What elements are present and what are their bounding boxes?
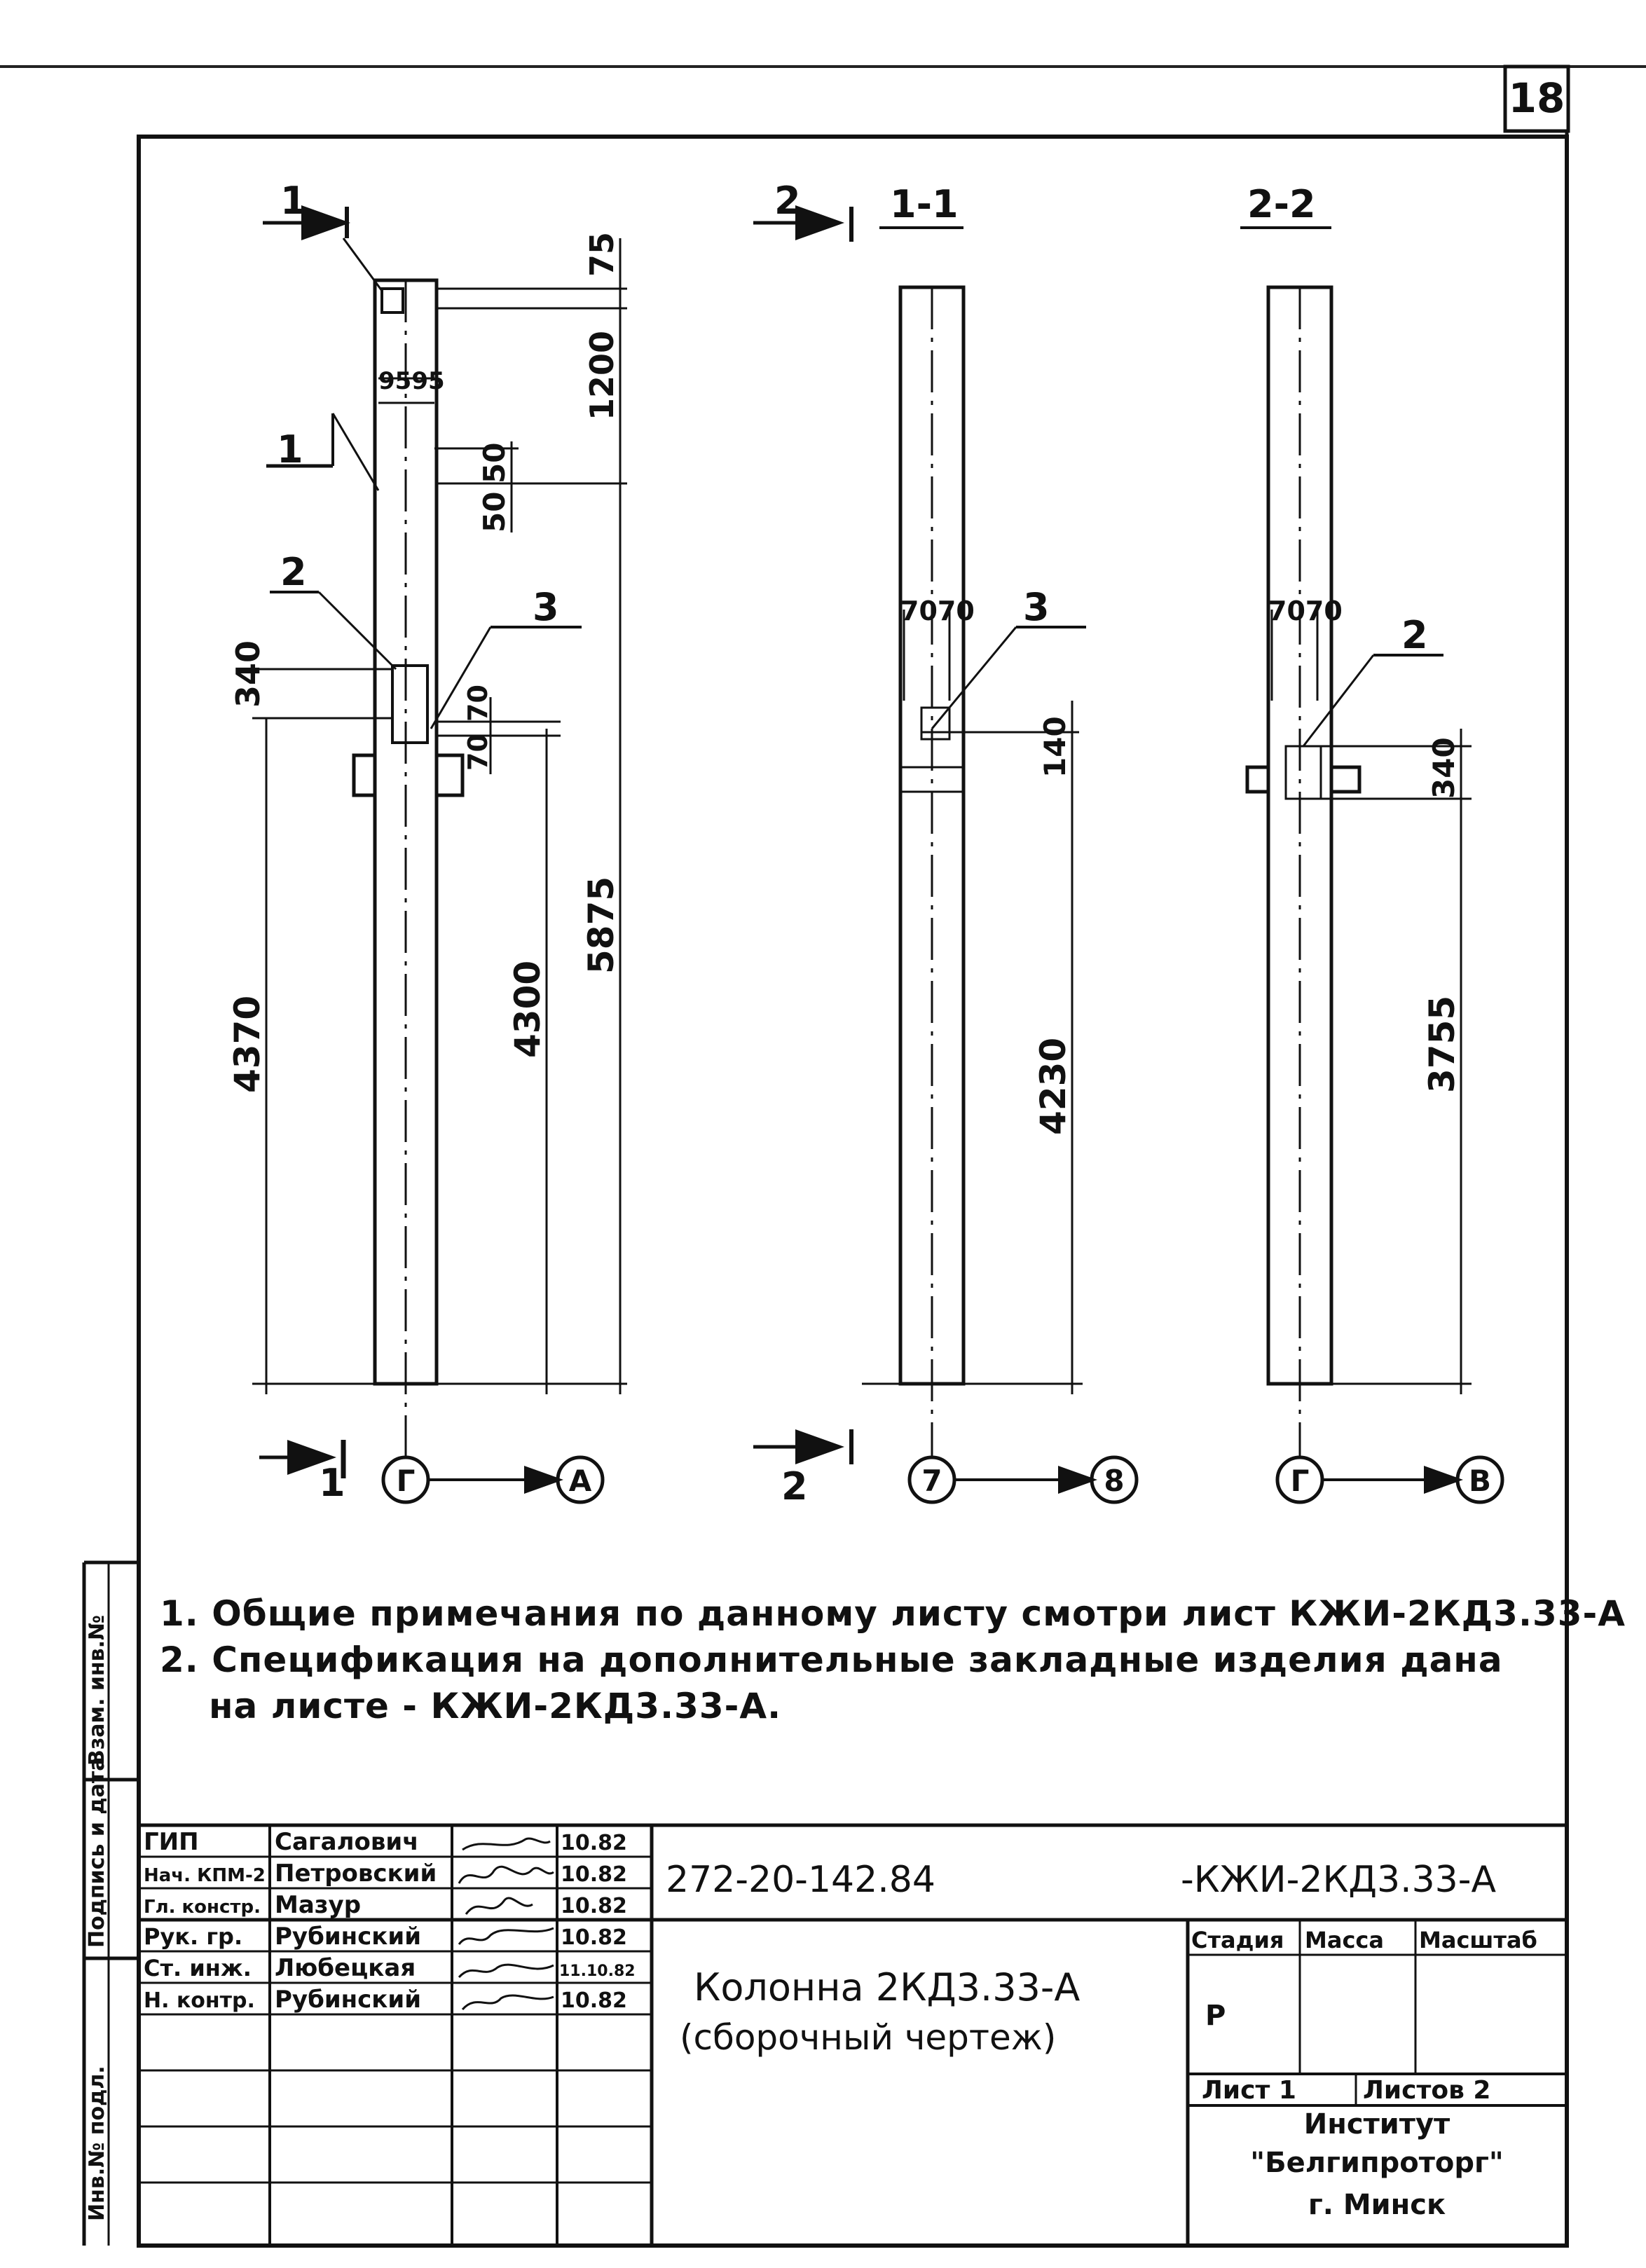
column-corbel [352,753,465,797]
note-2: 2. Спецификация на дополнительные заклад… [160,1640,1503,1680]
dim-75: 75 [583,232,621,277]
note-1: 1. Общие примечания по данному листу смо… [160,1593,1626,1634]
axis-label-main-right: А [569,1464,592,1498]
axis-label-1-1-left: 7 [921,1464,942,1498]
main-section-marker-mid: 1 [277,427,303,472]
org-line1: Институт [1304,2108,1450,2140]
section-1-1-marker-top: 2 [774,179,801,223]
tb-date-2: 10.82 [561,1894,627,1918]
axis-label-2-2-right: В [1469,1464,1491,1498]
col-mass: Масса [1305,1927,1384,1953]
tb-role-4: Ст. инж. [144,1955,252,1981]
dim-50-b: 50 [477,492,512,532]
stage-value: Р [1205,2000,1226,2032]
title-block-rows: ГИП Сагалович 10.82 Нач. КПМ-2 Петровски… [144,1828,636,2014]
tb-name-1: Петровский [275,1860,437,1888]
dim-70-b: 70 [462,734,493,771]
dim-7070-2-2: 7070 [1268,596,1343,626]
note-3: на листе - КЖИ-2КД3.33-А. [209,1686,782,1726]
section-2-2-callout-2: 2 [1401,613,1428,657]
tb-role-0: ГИП [144,1828,199,1856]
doc-code-right: -КЖИ-2КД3.33-А [1181,1859,1497,1901]
dim-9595: 9595 [378,367,445,395]
tb-name-3: Рубинский [275,1923,421,1951]
sheet-label: Лист 1 [1202,2076,1296,2105]
doc-code-left: 272-20-142.84 [666,1859,935,1901]
tb-name-2: Мазур [275,1891,361,1919]
dim-140: 140 [1038,716,1072,778]
col-stage: Стадия [1191,1927,1284,1953]
dim-50-a: 50 [477,443,512,483]
dim-5875: 5875 [581,877,622,974]
tb-role-2: Гл. констр. [144,1897,261,1918]
dim-340: 340 [229,640,267,708]
main-callout-3: 3 [533,585,559,629]
tb-role-3: Рук. гр. [144,1923,242,1950]
dim-70-a: 70 [462,685,493,722]
section-2-2-title: 2-2 [1247,182,1316,226]
tb-date-1: 10.82 [561,1862,627,1887]
sheet-number-box [1503,64,1570,133]
tb-role-1: Нач. КПМ-2 [144,1865,266,1886]
col-scale: Масштаб [1419,1927,1537,1953]
section-2-2-view [1240,226,1504,1504]
dim-1200: 1200 [583,331,621,420]
main-section-marker-top: 1 [280,179,307,223]
axis-label-1-1-right: 8 [1104,1464,1124,1498]
side-stamp-signature-label: Подпись и дата [85,1757,109,1948]
axis-label-2-2-left: Г [1291,1464,1310,1498]
dim-3755: 3755 [1422,996,1462,1093]
dim-7070-1-1: 7070 [900,596,975,626]
section-2-2-corbel [1245,765,1362,794]
tb-date-4: 11.10.82 [559,1963,636,1980]
section-1-1-view [753,205,1139,1504]
signatures [458,1837,554,2011]
tb-date-3: 10.82 [561,1925,627,1950]
side-stamp-replaced-label: Взам. инв.№ [85,1615,109,1766]
main-callout-2: 2 [280,550,307,594]
side-stamp: Инв.№ подл. Подпись и дата Взам. инв.№ [82,1560,139,2246]
tb-name-4: Любецкая [275,1954,416,1982]
tb-name-5: Рубинский [275,1986,421,2014]
section-1-1-marker-bottom: 2 [781,1464,808,1508]
dim-4370: 4370 [227,996,268,1093]
org-line3: г. Минск [1308,2189,1446,2221]
section-1-1-title: 1-1 [890,182,959,226]
side-stamp-inv-label: Инв.№ подл. [85,2066,109,2221]
tb-role-5: Н. контр. [144,1988,255,2013]
dim-4230: 4230 [1033,1038,1074,1135]
sheets-label: Листов 2 [1363,2076,1490,2105]
dim-4300: 4300 [507,961,548,1058]
drawing-title-line2: (сборочный чертеж) [680,2017,1056,2058]
title-block [139,1823,1567,2246]
tb-date-5: 10.82 [561,1988,627,2013]
section-1-1-callout-3: 3 [1023,585,1050,629]
drawing-title-line1: Колонна 2КД3.33-А [694,1965,1080,2009]
main-view [252,205,627,1504]
axis-label-main-left: Г [397,1464,416,1498]
tb-date-0: 10.82 [561,1831,627,1855]
org-line2: "Белгипроторг" [1250,2147,1503,2179]
general-notes: 1. Общие примечания по данному листу смо… [160,1590,1626,1729]
dim-340-2-2: 340 [1427,737,1461,799]
main-section-marker-bottom: 1 [319,1461,345,1505]
sheet-number: 18 [1509,74,1565,122]
tb-name-0: Сагалович [275,1828,419,1856]
